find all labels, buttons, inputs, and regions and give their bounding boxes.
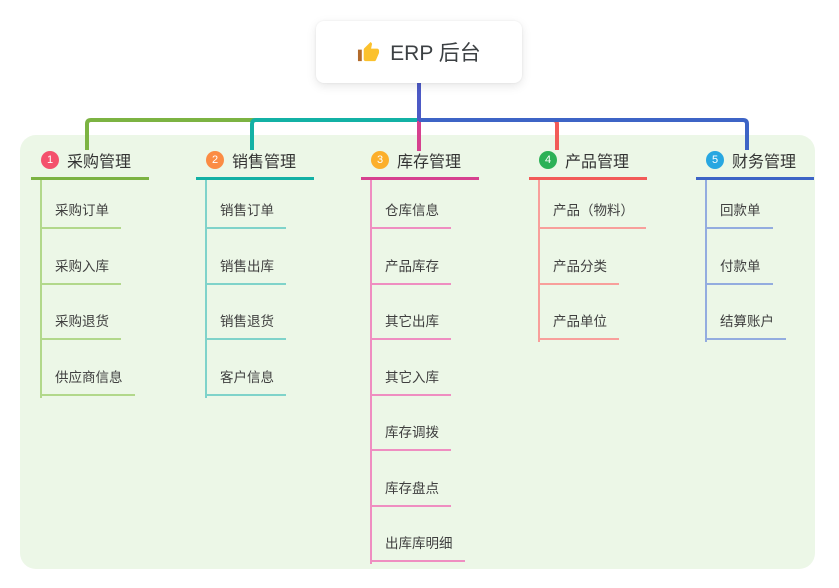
branch-trunk-line <box>205 180 207 398</box>
branch-number-badge: 5 <box>706 151 724 169</box>
branch-node[interactable]: 4 产品管理 <box>529 147 647 180</box>
child-node[interactable]: 销售订单 <box>205 201 286 229</box>
branch-node[interactable]: 5 财务管理 <box>696 147 814 180</box>
child-node[interactable]: 结算账户 <box>705 312 786 340</box>
child-node[interactable]: 产品（物料） <box>538 201 646 229</box>
branch-number-badge: 1 <box>41 151 59 169</box>
child-node[interactable]: 产品单位 <box>538 312 619 340</box>
branch-title: 销售管理 <box>232 154 297 171</box>
child-node[interactable]: 库存盘点 <box>370 479 451 507</box>
child-node[interactable]: 产品分类 <box>538 257 619 285</box>
mindmap-panel <box>20 135 815 569</box>
child-node[interactable]: 其它入库 <box>370 368 451 396</box>
branch-node[interactable]: 2 销售管理 <box>196 147 314 180</box>
branch-trunk-line <box>370 180 372 564</box>
branch-title: 采购管理 <box>67 154 132 171</box>
child-node[interactable]: 出库库明细 <box>370 534 465 562</box>
branch-trunk-line <box>538 180 540 342</box>
child-node[interactable]: 付款单 <box>705 257 773 285</box>
root-node[interactable]: ERP 后台 <box>316 21 522 83</box>
child-node[interactable]: 客户信息 <box>205 368 286 396</box>
child-node[interactable]: 库存调拨 <box>370 423 451 451</box>
branch-number-badge: 4 <box>539 151 557 169</box>
branch-number-badge: 3 <box>371 151 389 169</box>
child-node[interactable]: 采购订单 <box>40 201 121 229</box>
branch-number-badge: 2 <box>206 151 224 169</box>
child-node[interactable]: 产品库存 <box>370 257 451 285</box>
branch-trunk-line <box>705 180 707 342</box>
child-node[interactable]: 采购入库 <box>40 257 121 285</box>
child-node[interactable]: 采购退货 <box>40 312 121 340</box>
child-node[interactable]: 销售出库 <box>205 257 286 285</box>
branch-node[interactable]: 3 库存管理 <box>361 147 479 180</box>
branch-trunk-line <box>40 180 42 398</box>
branch-title: 财务管理 <box>732 154 797 171</box>
thumbs-up-icon <box>358 41 380 61</box>
child-node[interactable]: 销售退货 <box>205 312 286 340</box>
child-node[interactable]: 仓库信息 <box>370 201 451 229</box>
child-node[interactable]: 其它出库 <box>370 312 451 340</box>
child-node[interactable]: 供应商信息 <box>40 368 135 396</box>
child-node[interactable]: 回款单 <box>705 201 773 229</box>
branch-title: 产品管理 <box>565 154 630 171</box>
branch-node[interactable]: 1 采购管理 <box>31 147 149 180</box>
branch-title: 库存管理 <box>397 154 462 171</box>
root-label: ERP 后台 <box>390 42 481 65</box>
